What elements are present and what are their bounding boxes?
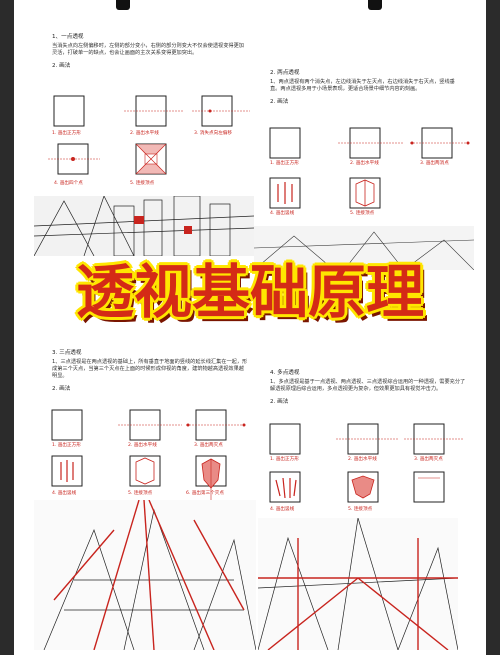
section-heading: 3. 三点透视 [52,350,82,356]
multi-point-street-sketch [258,518,458,650]
title-banner: 透视基础原理 [14,253,486,337]
document-page: 1、一点透视 当消失点向左侧偏移时，左侧的部分变小，右侧的部分则变大不仅会使透视… [14,0,486,655]
section-heading: 4. 多点透视 [270,370,300,376]
step-label: 5. 连接顶点 [350,211,375,216]
binder-clip [116,0,130,10]
step-label: 4. 画出竖线 [270,211,295,216]
two-point-diagrams [269,127,470,209]
page-title: 透视基础原理 [75,258,424,326]
step-label: 3. 消失点向左偏移 [194,131,233,136]
step-label: 4. 画出竖线 [270,507,295,512]
section-body: 1、两点透视有两个消失点，左边线消失于左灭点，右边线消失于右灭点，竖线垂直。两点… [270,79,455,92]
section-three-point: 3. 三点透视 1、三点透视是在两点透视的基础上，所有垂直于地面的竖线的延长线汇… [52,350,248,395]
method-heading: 2. 画法 [270,99,289,105]
one-point-diagrams [48,95,250,175]
three-point-building-sketch [34,500,256,650]
method-heading: 2. 画法 [52,386,71,392]
step-label: 3. 画出两消点 [420,161,449,166]
section-multi-point: 4. 多点透视 1、多点透视是基于一点透视、两点透视、三点透视综合运用的一种透视… [270,370,466,408]
section-body: 1、三点透视是在两点透视的基础上，所有垂直于地面的竖线的延长线汇集在一起，形成第… [52,359,248,379]
step-label: 2. 画出水平线 [348,457,377,462]
section-body: 当消失点向左侧偏移时，左侧的部分变小，右侧的部分则变大不仅会使透视变得更加灵活，… [52,43,244,56]
step-label: 1. 画出正方形 [270,457,299,462]
step-label: 2. 画出水平线 [128,443,157,448]
multi-point-diagrams [269,423,464,503]
method-heading: 2. 画法 [270,399,289,405]
section-two-point: 2. 两点透视 1、两点透视有两个消失点，左边线消失于左灭点，右边线消失于右灭点… [270,70,460,108]
step-label: 5. 连接顶点 [130,181,155,186]
step-label: 2. 画出水平线 [350,161,379,166]
step-label: 3. 画出两灭点 [414,457,443,462]
step-label: 1. 画出正方形 [270,161,299,166]
street-sketch-photo-right [254,226,474,270]
street-sketch-photo [34,196,254,256]
step-label: 5. 连接顶点 [348,507,373,512]
step-label: 1. 画出正方形 [52,131,81,136]
step-label: 6. 画出第三个灭点 [186,491,225,496]
step-label: 5. 连接顶点 [128,491,153,496]
step-label: 4. 画出竖线 [52,491,77,496]
section-body: 1、多点透视是基于一点透视、两点透视、三点透视综合运用的一种透视，需要充分了解透… [270,379,466,392]
step-label: 1. 画出正方形 [52,443,81,448]
three-point-diagrams [51,409,246,500]
section-heading: 1、一点透视 [52,34,84,40]
section-heading: 2. 两点透视 [270,70,300,76]
step-label: 4. 画出四个点 [54,181,83,186]
step-label: 3. 画出两灭点 [194,443,223,448]
binder-clip [368,0,382,10]
method-heading: 2. 画法 [52,63,71,69]
section-one-point: 1、一点透视 当消失点向左侧偏移时，左侧的部分变小，右侧的部分则变大不仅会使透视… [52,34,248,72]
step-label: 2. 画出水平线 [130,131,159,136]
